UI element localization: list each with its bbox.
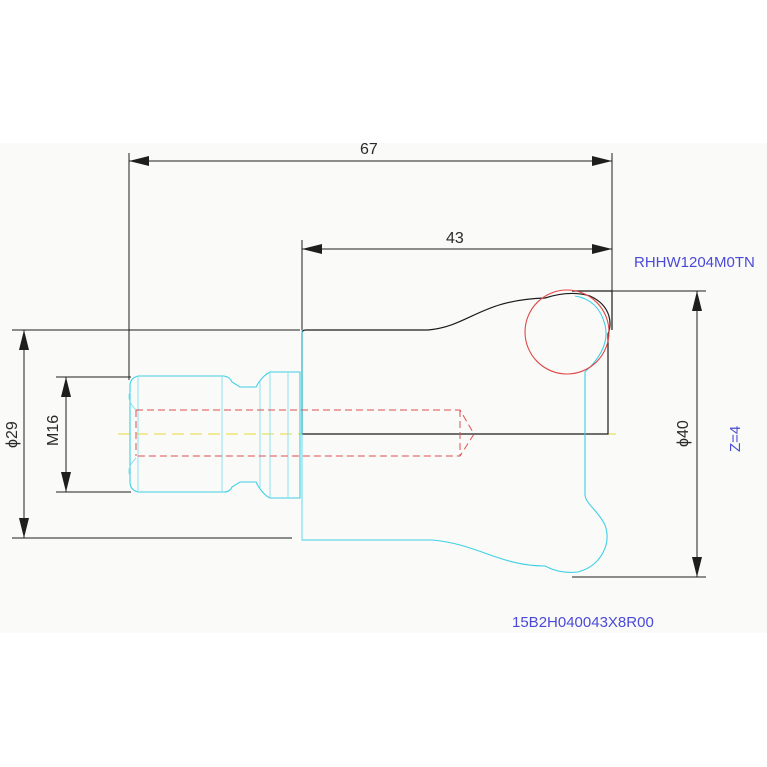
dimension-overall-length (128, 153, 613, 380)
shank-diameter-label: ϕ29 (4, 421, 21, 448)
head-length-label: 43 (446, 230, 464, 247)
dimension-shank-diameter (12, 329, 300, 539)
tool-body-contour (301, 295, 608, 573)
dimension-head-length (301, 240, 612, 330)
dimension-thread (56, 376, 131, 493)
head-diameter-label: ϕ40 (675, 420, 692, 447)
tool-code-label: 15B2H040043X8R00 (512, 614, 654, 631)
insert-code-label: RHHW1204M0TN (634, 254, 755, 271)
thread-hole (135, 409, 475, 457)
drawing-area (0, 143, 767, 633)
teeth-count-label: Z=4 (727, 426, 744, 452)
thread-label: M16 (45, 415, 62, 446)
overall-length-label: 67 (360, 141, 378, 158)
tool-section-outline (301, 290, 613, 435)
shank-contour (128, 371, 301, 499)
insert-circle (524, 289, 610, 375)
